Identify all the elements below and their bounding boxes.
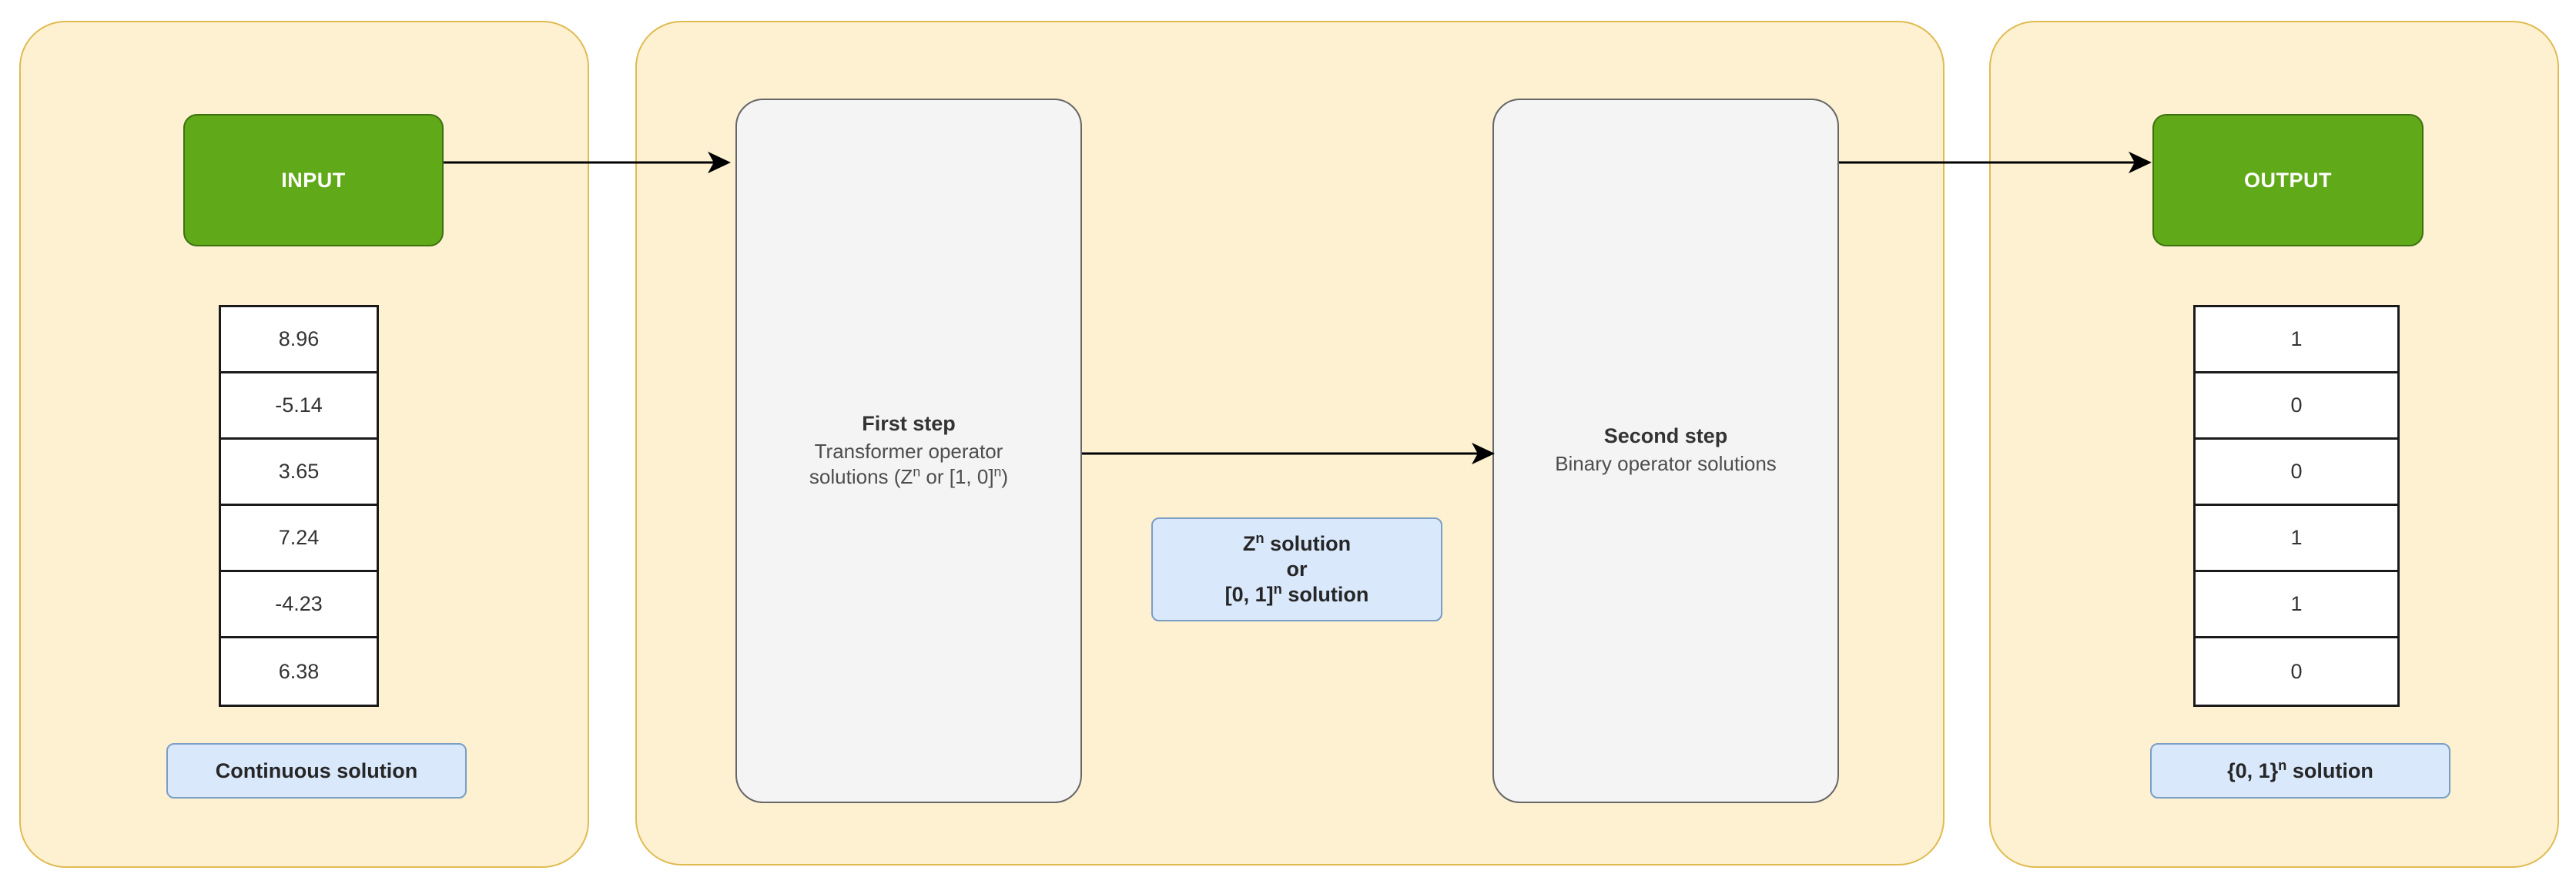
intermediate-line-3: [0, 1]n solution: [1224, 580, 1369, 608]
binary-values-table: 1 0 0 1 1 0: [2193, 305, 2400, 707]
table-row: 7.24: [221, 506, 377, 572]
binary-caption-suffix: solution: [2286, 758, 2373, 782]
binary-solution-caption: {0, 1}n solution: [2150, 743, 2450, 799]
continuous-solution-caption: Continuous solution: [166, 743, 467, 799]
arrow-input-to-first-step: [444, 151, 731, 174]
intermediate-line-1: Zn solution: [1243, 531, 1351, 557]
first-step-desc-sup1: n: [913, 464, 921, 480]
table-row: 1: [2196, 572, 2397, 638]
second-step-node[interactable]: Second step Binary operator solutions: [1492, 99, 1839, 803]
intermediate-line1-suffix: solution: [1264, 532, 1352, 556]
table-row: 6.38: [278, 659, 320, 683]
intermediate-line3-suffix: solution: [1281, 582, 1369, 606]
binary-solution-label: {0, 1}n solution: [2227, 758, 2373, 784]
binary-caption-prefix: {0, 1}: [2227, 758, 2279, 782]
table-row: 0: [2196, 373, 2397, 440]
first-step-node[interactable]: First step Transformer operator solution…: [735, 99, 1082, 803]
arrow-second-step-to-output: [1839, 151, 2152, 174]
second-step-description: Binary operator solutions: [1555, 452, 1777, 476]
intermediate-line1-sup: n: [1255, 530, 1265, 547]
output-node-label: OUTPUT: [2244, 168, 2332, 192]
table-row: -4.23: [221, 572, 377, 638]
first-step-desc-line1: Transformer operator: [814, 439, 1003, 463]
first-step-desc-line4: ): [1001, 465, 1009, 488]
continuous-values-table: 8.96 -5.14 3.65 7.24 -4.23 6.38: [219, 305, 379, 707]
first-step-desc-sup2: n: [993, 464, 1002, 480]
output-node[interactable]: OUTPUT: [2152, 114, 2424, 246]
table-row: 8.96: [221, 307, 377, 373]
intermediate-line-2: or: [1286, 557, 1308, 581]
first-step-desc-line3: or [1, 0]: [920, 465, 994, 488]
first-step-title: First step: [862, 411, 956, 435]
continuous-solution-label: Continuous solution: [215, 758, 418, 782]
table-row: 1: [2196, 307, 2397, 373]
intermediate-solution-caption: Zn solution or [0, 1]n solution: [1151, 517, 1442, 621]
table-row: -5.14: [221, 373, 377, 440]
intermediate-line3-sup: n: [1273, 580, 1282, 597]
table-row: 0: [2196, 440, 2397, 506]
binary-caption-sup: n: [2278, 756, 2287, 773]
intermediate-line3-prefix: [0, 1]: [1224, 582, 1274, 606]
table-row: 0: [2290, 659, 2303, 683]
table-row: 3.65: [221, 440, 377, 506]
arrow-first-step-to-second-step: [1082, 442, 1495, 465]
second-step-title: Second step: [1603, 424, 1728, 448]
input-node[interactable]: INPUT: [183, 114, 444, 246]
table-row: 1: [2196, 506, 2397, 572]
intermediate-line1-prefix: Z: [1242, 532, 1256, 556]
first-step-desc-line2: solutions (Z: [809, 465, 913, 488]
first-step-description: Transformer operator solutions (Zn or [1…: [809, 439, 1008, 491]
input-node-label: INPUT: [281, 168, 346, 192]
